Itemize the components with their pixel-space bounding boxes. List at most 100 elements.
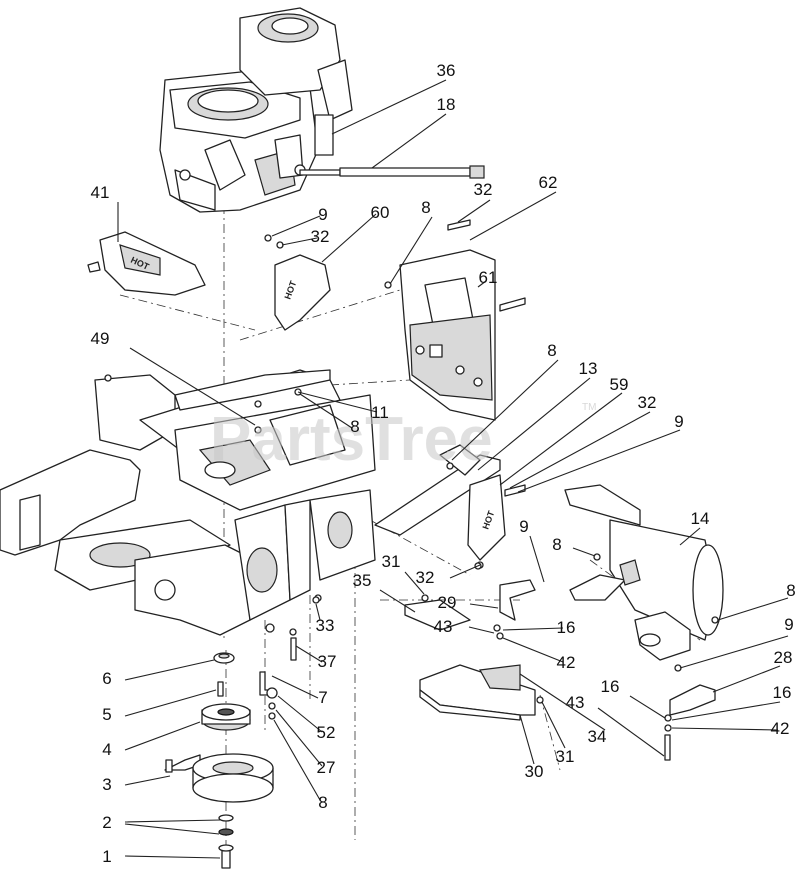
callout-number-42: 42 [557,653,576,672]
callout-number-30: 30 [525,762,544,781]
callout-leader-16 [629,695,666,719]
callout-number-42: 42 [771,719,790,738]
rear-panel [384,219,526,421]
svg-text:PartsTree: PartsTree [210,405,493,474]
callout-leader-7 [271,675,319,699]
callout-leader-43 [468,626,495,634]
callout-number-41: 41 [91,183,110,202]
muffler-hanger-bracket [664,664,716,761]
callout-number-60: 60 [371,203,390,222]
callout-leader-31 [541,701,566,749]
callout-number-6: 6 [102,669,111,688]
callout-leader-60 [321,213,377,263]
callout-leader-59 [499,392,623,486]
callout-number-32: 32 [311,227,330,246]
callout-number-9: 9 [318,205,327,224]
callout-number-9: 9 [519,517,528,536]
callout-number-31: 31 [556,747,575,766]
callout-leader-8 [451,359,559,461]
callout-leader-32 [449,564,481,579]
callout-number-61: 61 [479,268,498,287]
callout-leader-1 [124,855,221,859]
callout-leader-31 [404,571,425,595]
callout-number-34: 34 [588,727,607,746]
engine-assembly [159,7,353,213]
svg-text:TM: TM [582,402,596,413]
callout-number-52: 52 [317,723,336,742]
callout-leader-14 [679,527,701,546]
callout-number-11: 11 [371,403,389,422]
callout-leader-61 [477,280,487,288]
callout-number-32: 32 [416,568,435,587]
callout-leader-49 [129,347,256,426]
callout-number-2: 2 [102,813,111,832]
callout-leader-42 [502,637,564,663]
callout-number-13: 13 [579,359,598,378]
callout-leader-9 [271,215,321,237]
callout-number-16: 16 [773,683,792,702]
callout-number-9: 9 [784,615,793,634]
callout-leader-8 [273,719,321,801]
callout-number-8: 8 [786,581,795,600]
callout-number-43: 43 [566,693,585,712]
callout-leader-62 [469,191,557,241]
callout-number-33: 33 [316,616,335,635]
callout-leader-16 [671,701,781,721]
callout-leader-16 [502,627,564,631]
clutch-hardware [259,596,320,720]
callout-number-32: 32 [638,393,657,412]
callout-leader-9 [529,535,545,583]
callout-number-62: 62 [539,173,558,192]
heat-shield-bracket-left: HOT [87,231,206,296]
callout-leader-33 [315,603,321,621]
callout-number-16: 16 [601,677,620,696]
callout-leader-11 [297,391,378,413]
callout-number-8: 8 [547,341,556,360]
callout-number-31: 31 [382,552,401,571]
callout-leader-42 [671,727,779,731]
callout-leader-5 [124,689,217,717]
callout-leader-28 [712,665,781,693]
callout-number-8: 8 [350,417,359,436]
main-frame [0,369,376,636]
callout-leader-32 [281,237,318,246]
heat-shield-center: HOT [264,234,331,331]
callout-number-18: 18 [437,95,456,114]
callout-leader-27 [275,709,323,767]
callout-number-8: 8 [421,198,430,217]
callout-number-37: 37 [318,652,337,671]
callout-leader-32 [509,411,651,489]
callout-number-9: 9 [674,412,683,431]
callout-number-5: 5 [102,705,111,724]
callout-number-1: 1 [102,847,111,866]
callout-number-43: 43 [434,617,453,636]
callout-leader-30 [519,714,535,765]
callout-leader-32 [457,199,491,223]
callout-leader-8 [389,216,433,285]
callout-leader-36 [331,79,447,135]
callout-leader-18 [371,113,447,169]
callout-number-4: 4 [102,740,111,759]
muffler-bracket: HOT [374,444,526,569]
callout-number-32: 32 [474,180,493,199]
muffler [564,484,724,661]
lower-shield [404,562,544,721]
callout-number-16: 16 [557,618,576,637]
callout-leader-13 [477,377,591,471]
callout-number-8: 8 [552,535,561,554]
callout-number-59: 59 [610,375,629,394]
callout-number-14: 14 [691,509,710,528]
callout-leader-9 [679,635,789,669]
callout-number-8: 8 [318,793,327,812]
callout-number-7: 7 [318,688,327,707]
callout-number-28: 28 [774,648,793,667]
clutch-assembly [164,652,274,869]
callout-leader-52 [277,695,323,733]
callout-leader-8 [717,597,789,621]
watermark: PartsTree TM [210,402,596,474]
fuel-hose [299,165,485,179]
callout-leader-29 [469,603,499,609]
